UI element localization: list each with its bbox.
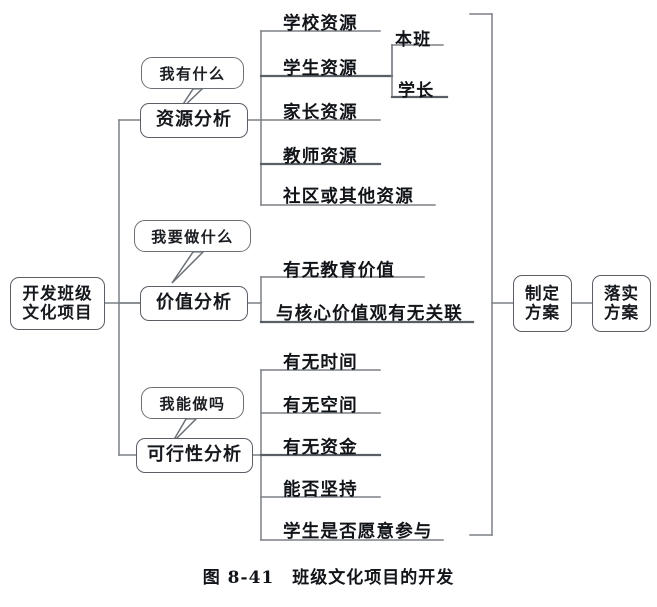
branch-node-feasibility-label: 可行性分析 (147, 444, 242, 466)
callout-resource[interactable]: 我有什么 (141, 57, 244, 89)
figure-caption: 图 8-41 班级文化项目的开发 (202, 568, 455, 588)
callout-resource-label: 我有什么 (159, 64, 226, 83)
leaf-feasibility-space: 有无空间 (283, 396, 358, 416)
callout-value-label: 我要做什么 (151, 227, 234, 246)
outcome-node-implement-plan[interactable]: 落实 方案 (592, 275, 651, 332)
leaf-value-educational: 有无教育价值 (283, 261, 396, 281)
branch-node-resource[interactable]: 资源分析 (140, 103, 248, 138)
callout-feasibility-label: 我能做吗 (159, 394, 226, 413)
callout-value[interactable]: 我要做什么 (134, 220, 251, 252)
root-node-line2: 文化项目 (22, 302, 93, 322)
leaf-feasibility-persistence: 能否坚持 (283, 480, 358, 500)
callout-feasibility[interactable]: 我能做吗 (141, 387, 244, 419)
leaf-value-core-values: 与核心价值观有无关联 (276, 304, 463, 324)
leaf-resource-community: 社区或其他资源 (283, 187, 414, 207)
sub-leaf-own-class: 本班 (395, 30, 432, 50)
outcome-node-make-plan[interactable]: 制定 方案 (513, 275, 572, 332)
leaf-resource-teacher: 教师资源 (283, 147, 358, 167)
branch-node-value[interactable]: 价值分析 (140, 286, 248, 321)
branch-node-resource-label: 资源分析 (156, 109, 232, 131)
callout-tail-value (171, 251, 205, 284)
leaf-feasibility-student-willingness: 学生是否愿意参与 (283, 522, 433, 542)
outcome-make-plan-line2: 方案 (525, 302, 560, 322)
leaf-resource-school: 学校资源 (283, 14, 358, 34)
leaf-feasibility-funds: 有无资金 (283, 438, 358, 458)
sub-leaf-senior-student: 学长 (398, 81, 435, 101)
branch-node-value-label: 价值分析 (156, 292, 232, 314)
outcome-implement-plan-line1: 落实 (604, 283, 639, 303)
outcome-make-plan-line1: 制定 (525, 283, 560, 303)
leaf-resource-parent: 家长资源 (283, 103, 358, 123)
leaf-feasibility-time: 有无时间 (283, 353, 358, 373)
outcome-implement-plan-line2: 方案 (604, 302, 639, 322)
leaf-resource-student: 学生资源 (283, 59, 358, 79)
branch-node-feasibility[interactable]: 可行性分析 (136, 438, 253, 473)
root-node-line1: 开发班级 (22, 283, 93, 303)
root-node[interactable]: 开发班级 文化项目 (10, 277, 105, 330)
